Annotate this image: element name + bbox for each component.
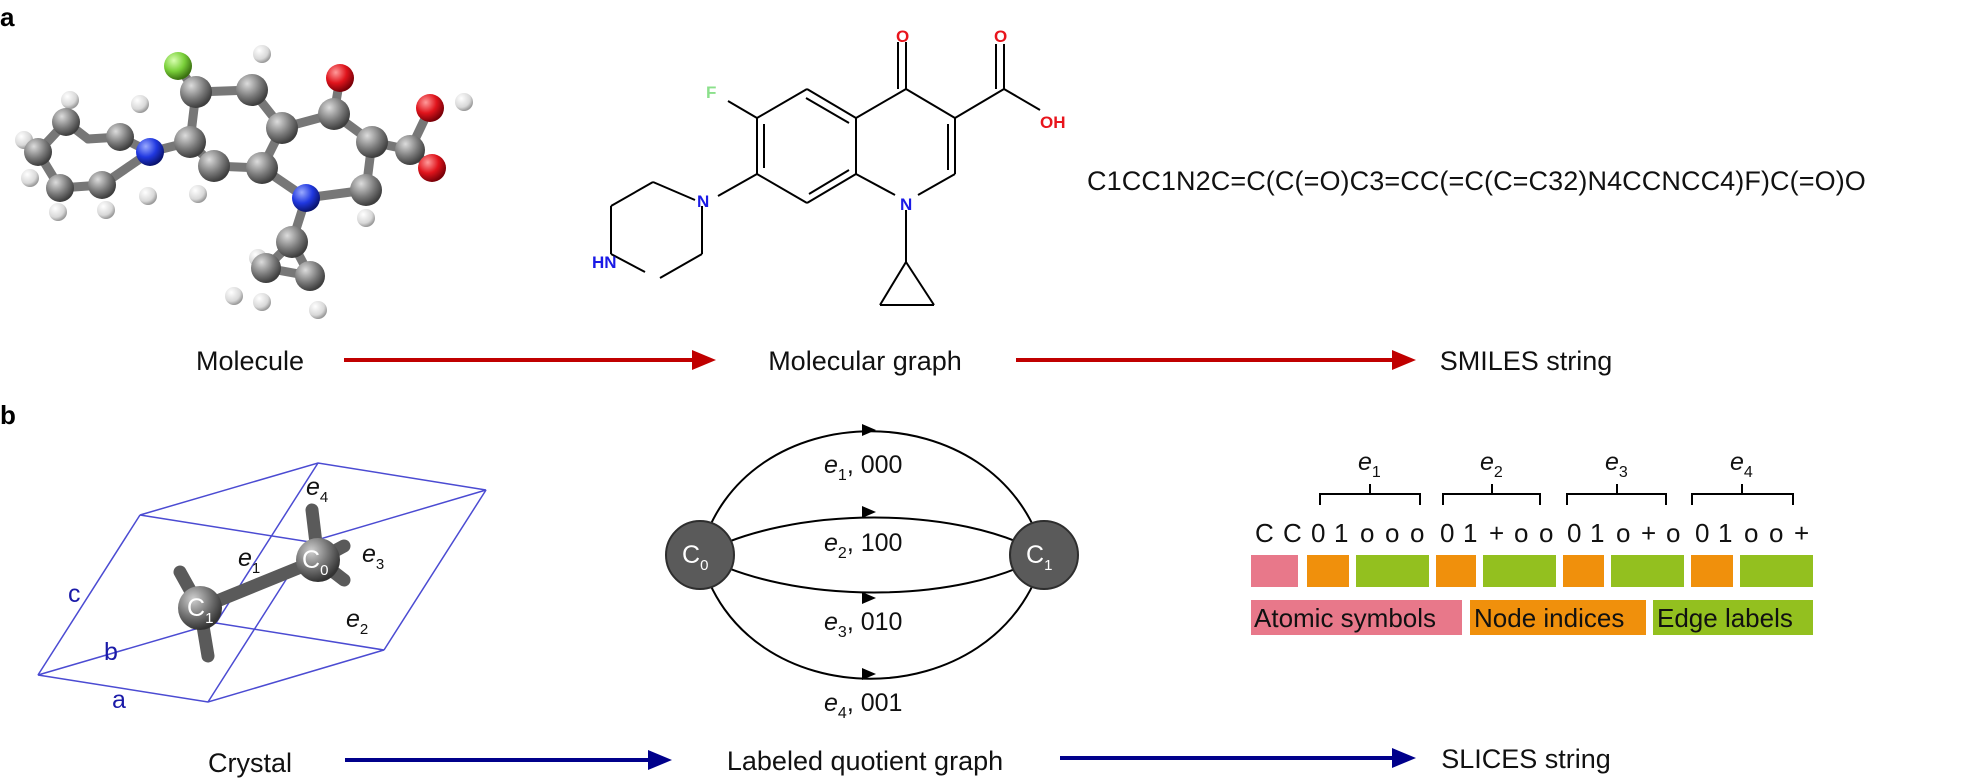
slices-token: 0: [1567, 518, 1581, 548]
molecule-3d-model: [15, 45, 473, 319]
bar-edge-e3: [1611, 555, 1684, 587]
molecular-graph-2d: O O OH F N N HN: [592, 27, 1066, 306]
bar-node-e4: [1691, 555, 1733, 587]
bar-edge-e4: [1740, 555, 1813, 587]
crystal-structure: C1 C0 e1 e2 e3 e4 a b c: [37, 462, 487, 714]
legend-atomic-symbols: Atomic symbols: [1254, 603, 1436, 633]
arrow-b2: [1060, 748, 1416, 768]
axis-a: a: [112, 686, 126, 714]
legend-edge-labels: Edge labels: [1657, 603, 1793, 633]
graph-edge-label-e3: e3, 010: [824, 608, 902, 641]
arrow-a1: [344, 350, 716, 370]
slices-token: 0: [1695, 518, 1709, 548]
crystal-edge-e3: e3: [362, 540, 384, 573]
crystal-edge-e1: e1: [238, 544, 260, 577]
slices-token: 1: [1590, 518, 1604, 548]
graph-edge-label-e1: e1, 000: [824, 451, 902, 484]
bar-node-e2: [1436, 555, 1476, 587]
label-labeled-quotient-graph: Labeled quotient graph: [727, 746, 1003, 776]
label-molecule: Molecule: [196, 346, 304, 376]
slices-group-e1: e1: [1358, 448, 1381, 481]
atom-o-ketone: O: [896, 27, 909, 46]
label-crystal: Crystal: [208, 748, 292, 778]
slices-token: o: [1769, 518, 1783, 548]
label-smiles-string: SMILES string: [1440, 346, 1613, 376]
slices-group-e3: e3: [1605, 448, 1628, 481]
bar-atomic: [1251, 555, 1298, 587]
slices-token: 0: [1440, 518, 1454, 548]
slices-token: +: [1794, 518, 1809, 548]
slices-token: C: [1255, 518, 1274, 548]
slices-token: C: [1283, 518, 1302, 548]
slices-token: o: [1666, 518, 1680, 548]
atom-o-acid: O: [994, 27, 1007, 46]
legend-edge-swatch: [1653, 600, 1813, 635]
legend-node-indices: Node indices: [1474, 603, 1624, 633]
bar-node-e1: [1307, 555, 1349, 587]
slices-token: o: [1514, 518, 1528, 548]
atom-f: F: [706, 83, 716, 102]
slices-token: o: [1616, 518, 1630, 548]
smiles-string: C1CC1N2C=C(C(=O)C3=CC(=C(C=C32)N4CCNCC4)…: [1087, 166, 1866, 196]
crystal-atom-c1: C1: [187, 594, 213, 627]
graph-edge-label-e4: e4, 001: [824, 689, 902, 722]
graph-edge-label-e2: e2, 100: [824, 529, 902, 562]
legend-node-swatch: [1470, 600, 1646, 635]
crystal-edge-e4: e4: [306, 473, 328, 506]
atom-oh: OH: [1040, 113, 1066, 132]
slices-group-e4: e4: [1730, 448, 1753, 481]
label-slices-string: SLICES string: [1441, 744, 1611, 774]
slices-token: o: [1385, 518, 1399, 548]
crystal-atom-c0: C0: [302, 546, 328, 579]
slices-token: o: [1744, 518, 1758, 548]
legend-atomic-swatch: [1251, 600, 1462, 635]
arrow-b1: [345, 750, 672, 770]
panel-b-label: b: [0, 400, 16, 430]
panel-a-label: a: [0, 2, 15, 32]
atom-nh: HN: [592, 253, 617, 272]
slices-token: +: [1641, 518, 1656, 548]
bar-edge-e1: [1356, 555, 1429, 587]
axis-c: c: [68, 580, 81, 608]
slices-token: 1: [1334, 518, 1348, 548]
atom-n-ring: N: [900, 195, 912, 214]
slices-token: o: [1360, 518, 1374, 548]
slices-token: 1: [1463, 518, 1477, 548]
slices-group-e2: e2: [1480, 448, 1503, 481]
slices-token: o: [1539, 518, 1553, 548]
bar-node-e3: [1563, 555, 1604, 587]
atom-n-piperazine: N: [697, 192, 709, 211]
slices-token: 0: [1311, 518, 1325, 548]
label-molecular-graph: Molecular graph: [768, 346, 962, 376]
slices-token: o: [1410, 518, 1424, 548]
axis-b: b: [104, 638, 118, 666]
graph-node-c0: C0: [682, 541, 708, 574]
slices-token: +: [1489, 518, 1504, 548]
quotient-graph: C0 C1 e1, 000 e2, 100 e3, 010 e4, 001: [665, 424, 1079, 722]
crystal-edge-e2: e2: [346, 605, 368, 638]
arrow-a2: [1016, 350, 1416, 370]
bar-edge-e2: [1483, 555, 1556, 587]
graph-node-c1: C1: [1026, 541, 1052, 574]
slices-token: 1: [1718, 518, 1732, 548]
